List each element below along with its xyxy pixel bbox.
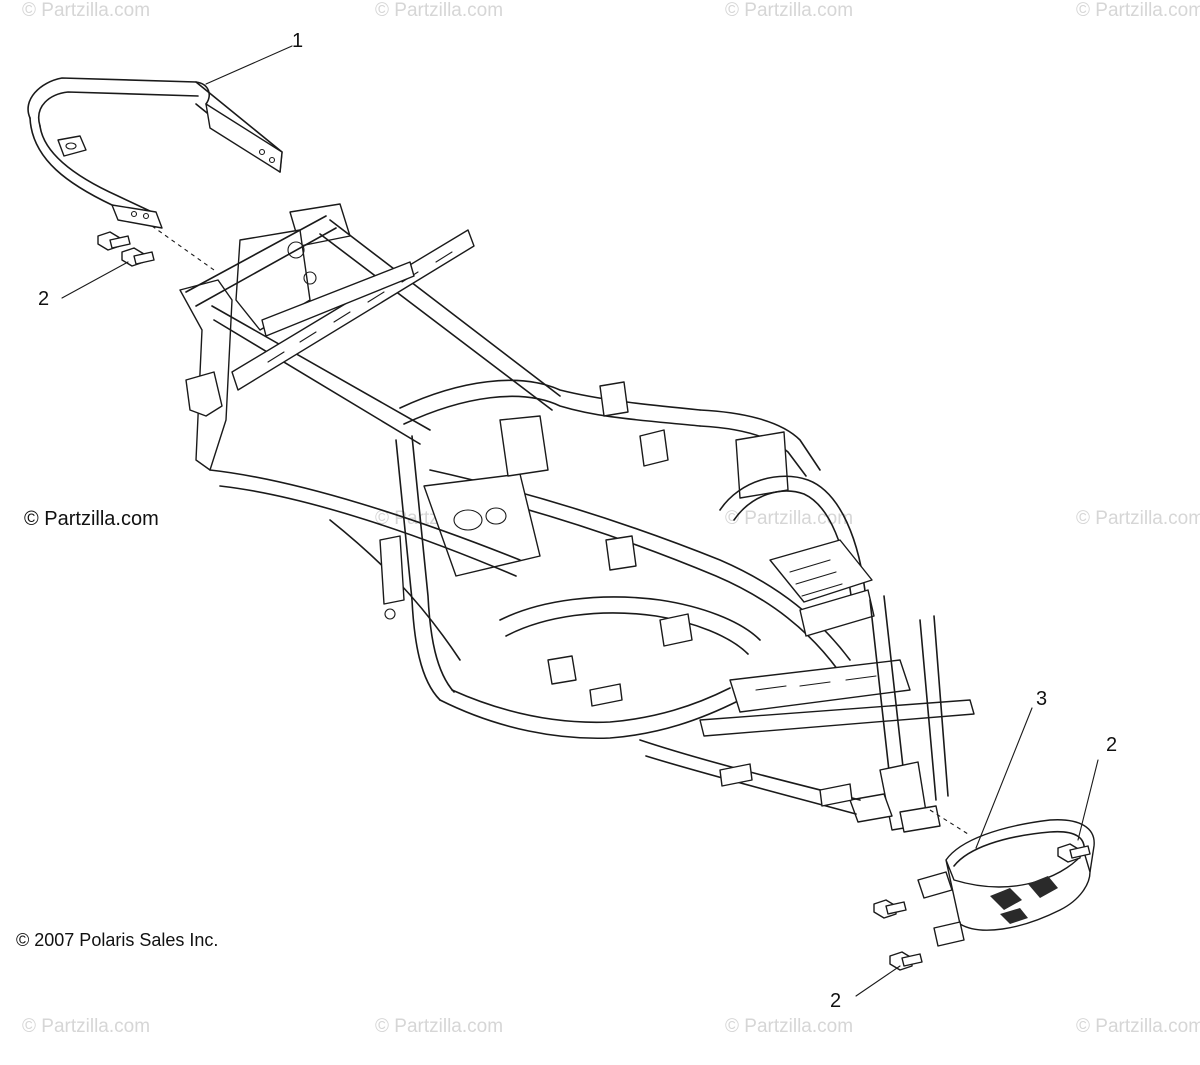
watermark-bottom-3: © Partzilla.com [725, 1016, 854, 1037]
watermark-top-2: © Partzilla.com [375, 0, 504, 21]
callout-2-rear-leader [61, 261, 129, 299]
front-bolt-lower-left [889, 951, 923, 971]
callout-1-leader [205, 45, 293, 85]
watermark-mid-2: © Partzilla.com [725, 508, 854, 529]
watermark-bottom-2: © Partzilla.com [375, 1016, 504, 1037]
callout-2-front-bottom-leader [855, 965, 901, 997]
watermark-bottom-1: © Partzilla.com [22, 1016, 151, 1037]
callout-2-front-top-label: 2 [1106, 734, 1118, 756]
front-bolt-top-right [1057, 843, 1091, 863]
watermark-mid-3: © Partzilla.com [1076, 508, 1200, 529]
front-bumper-part [917, 819, 1095, 947]
callout-2-front-bottom-label: 2 [830, 990, 842, 1012]
watermark-top-3: © Partzilla.com [725, 0, 854, 21]
callout-2-front-top-leader [1077, 759, 1099, 841]
watermark-top-4: © Partzilla.com [1076, 0, 1200, 21]
rear-rack-part [27, 77, 283, 229]
callout-3-leader [975, 707, 1033, 849]
atv-main-frame [179, 203, 975, 833]
rear-bolts [97, 231, 155, 267]
front-bolt-middle-left [873, 899, 907, 919]
rack-mount-guide [151, 225, 215, 271]
callout-2-rear-label: 2 [38, 288, 50, 310]
callout-3-label: 3 [1036, 688, 1048, 710]
callout-1-label: 1 [292, 30, 304, 52]
polaris-copyright: © 2007 Polaris Sales Inc. [16, 930, 219, 950]
watermark-top-1: © Partzilla.com [22, 0, 151, 21]
watermark-bottom-4: © Partzilla.com [1076, 1016, 1200, 1037]
partzilla-credit: © Partzilla.com [24, 508, 159, 530]
